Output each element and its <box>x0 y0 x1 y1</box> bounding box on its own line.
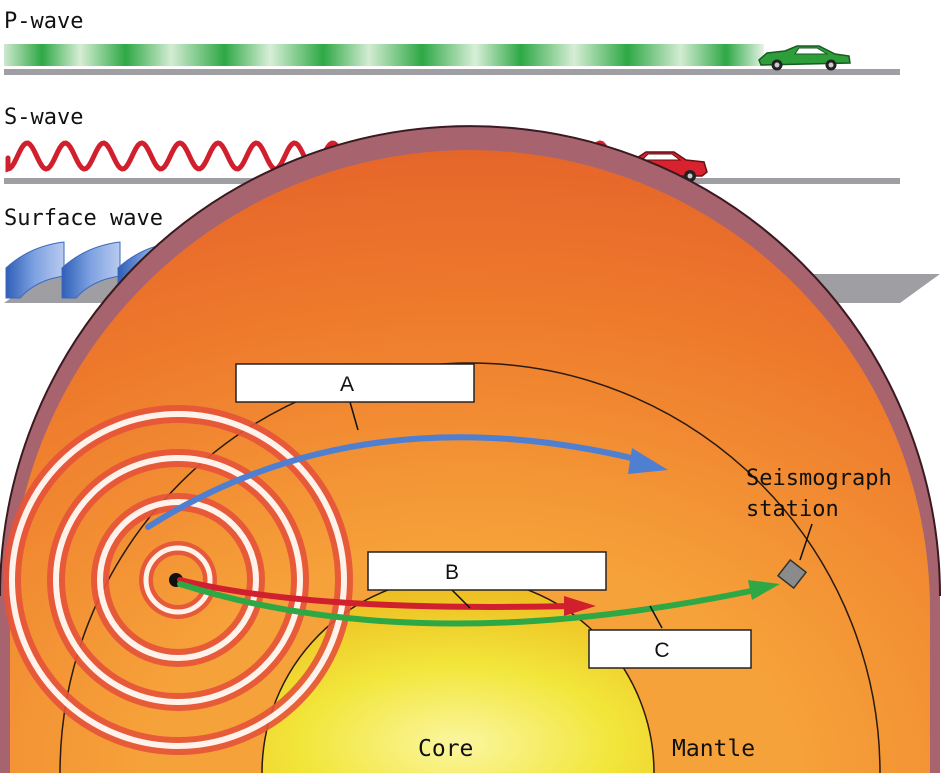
core-label: Core <box>418 736 473 762</box>
answer-box-a[interactable]: A <box>235 363 475 403</box>
station-label-line2: station <box>746 497 839 522</box>
mantle-label: Mantle <box>672 736 755 762</box>
answer-box-b[interactable]: B <box>367 551 607 591</box>
answer-box-b-letter: B <box>445 561 459 584</box>
box-a-leader <box>349 401 359 431</box>
surface-wave-label: Surface wave <box>4 206 163 231</box>
p-wave-arrow <box>177 581 759 627</box>
focus-ripples <box>3 405 353 755</box>
p-wave-label: P-wave <box>4 9 83 34</box>
p-wave-arrowhead <box>748 580 780 600</box>
answer-box-a-letter: A <box>340 373 354 396</box>
station-pointer <box>799 523 813 561</box>
p-wave-ground <box>4 69 900 75</box>
p-wave-row: P-wave <box>4 9 900 75</box>
s-wave-arrow <box>177 577 573 610</box>
surface-wave-arrowhead <box>628 448 668 474</box>
answer-box-c-letter: C <box>654 639 669 662</box>
earth-surface-outline <box>0 125 941 597</box>
surface-wave-arrow <box>145 434 643 530</box>
earth-cross-section: Seismograph station Core Mantle <box>0 125 941 773</box>
core-layer <box>262 577 654 773</box>
station-label-line1: Seismograph <box>746 466 892 491</box>
answer-box-c[interactable]: C <box>588 629 752 669</box>
s-wave-arrowhead <box>564 596 596 616</box>
p-wave-car-icon <box>758 45 851 71</box>
moho-boundary <box>59 362 881 773</box>
box-b-leader <box>451 589 471 609</box>
p-wave-band <box>4 44 764 66</box>
seismograph-station-icon <box>776 558 808 590</box>
box-c-leader <box>649 605 663 629</box>
s-wave-label: S-wave <box>4 105 83 130</box>
